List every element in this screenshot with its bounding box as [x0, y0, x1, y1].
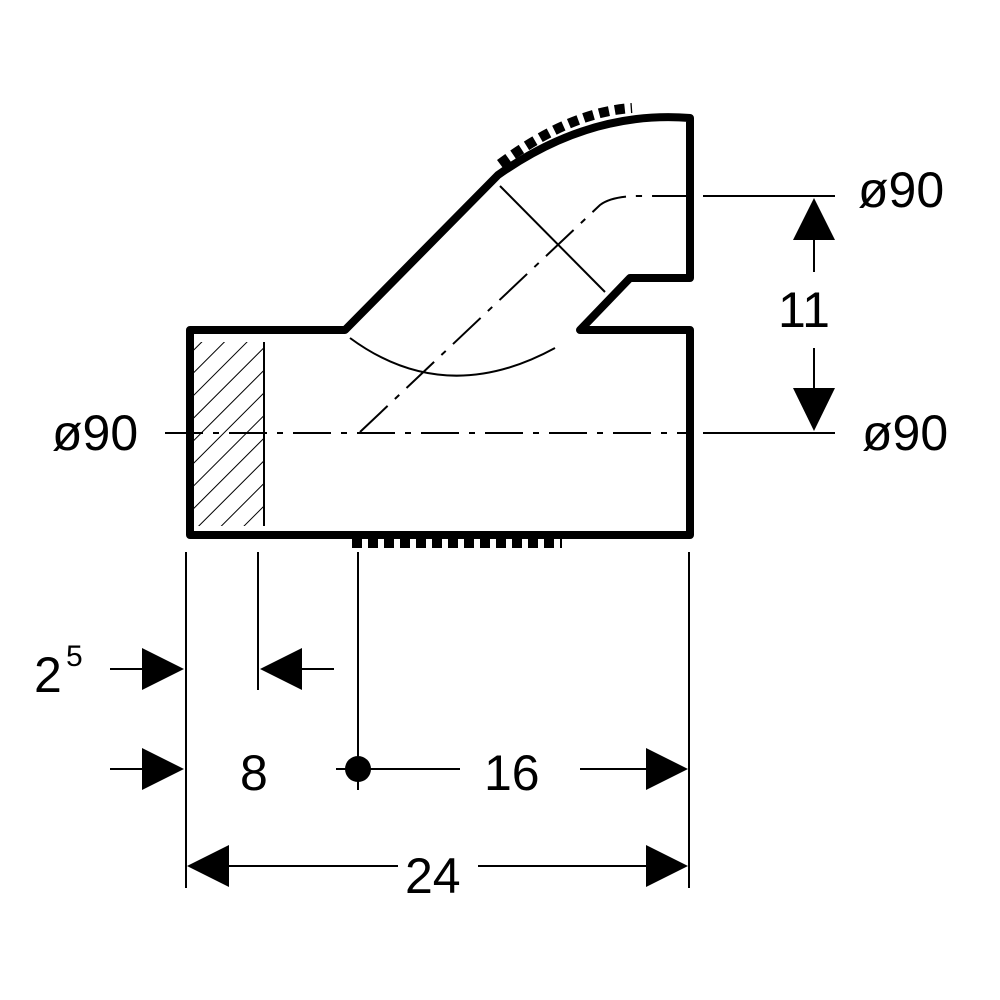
branch-arrow-left [142, 748, 184, 790]
socket-arrow-right [260, 648, 302, 690]
socket-depth-exponent: 5 [66, 640, 83, 673]
overall-arrow-left [187, 845, 229, 887]
offset-arrow-up [793, 198, 835, 240]
overall-arrow-right [646, 845, 688, 887]
offset-label: 11 [778, 282, 830, 338]
branch-arrow-right [646, 748, 688, 790]
diameter-left-label: ø90 [52, 405, 138, 461]
branch-to-end-label: 16 [484, 745, 540, 801]
diameter-top-label: ø90 [858, 162, 944, 218]
branch-section-line [499, 185, 606, 293]
branch-position-label: 8 [240, 745, 268, 801]
top-ribs [497, 103, 633, 169]
branch-centerline [359, 195, 690, 433]
diameter-right-label: ø90 [862, 405, 948, 461]
socket-arrow-left [142, 648, 184, 690]
branch-origin-dot [345, 756, 371, 782]
offset-arrow-down [793, 388, 835, 431]
socket-depth-label: 2 [34, 647, 62, 703]
fitting-body-outline [186, 113, 694, 539]
overall-length-label: 24 [405, 848, 461, 904]
intersection-curve [349, 337, 556, 377]
